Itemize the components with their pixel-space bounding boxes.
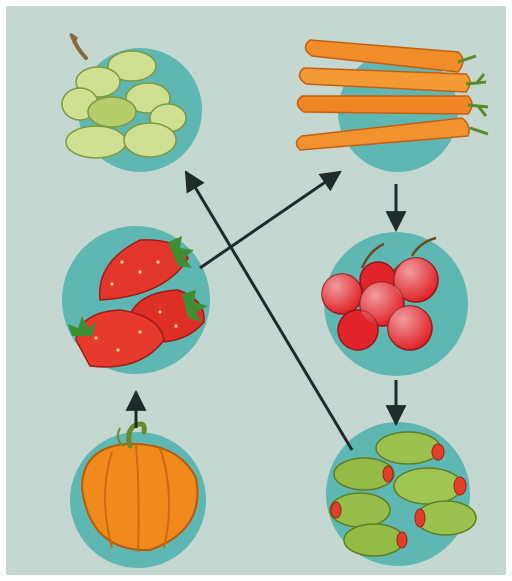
node-pumpkin xyxy=(70,424,206,568)
arrow-strawberries-to-carrots xyxy=(200,172,340,268)
node-grapes xyxy=(62,34,202,172)
pumpkin-icon xyxy=(82,424,198,552)
node-cherries xyxy=(322,232,468,376)
node-strawberries xyxy=(62,226,210,374)
node-carrots xyxy=(296,40,488,172)
